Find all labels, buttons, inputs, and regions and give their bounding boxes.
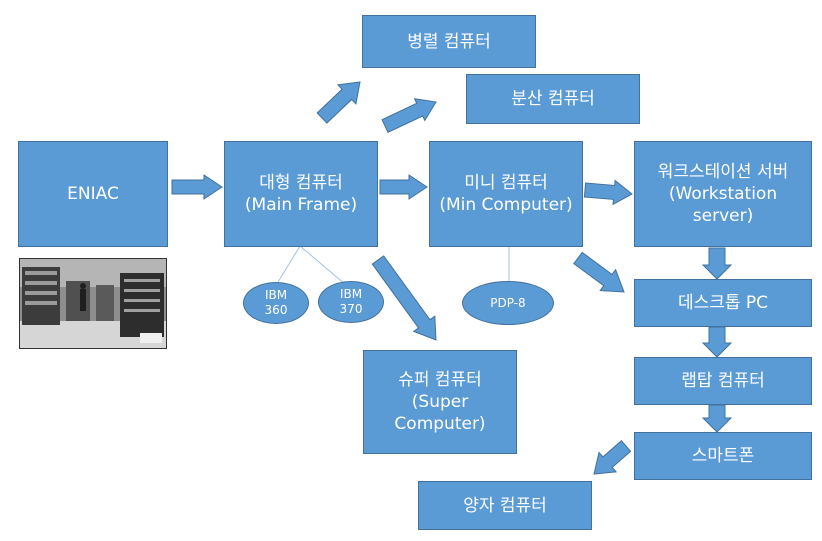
- node-mainframe-line-2: (Main Frame): [244, 195, 358, 215]
- node-workstation-line-1: 워크스테이션 서버: [657, 162, 789, 182]
- connector-mainframe-ibm370: [299, 245, 347, 286]
- node-eniac-line-1: ENIAC: [67, 184, 119, 204]
- node-parallel-line-1: 병렬 컴퓨터: [407, 31, 491, 52]
- node-workstation-server: 워크스테이션 서버 (Workstation server): [634, 141, 812, 247]
- node-mini-computer: 미니 컴퓨터 (Min Computer): [429, 141, 583, 247]
- example-ibm370-line-2: 370: [339, 302, 363, 316]
- node-mini-line-2: (Min Computer): [439, 195, 573, 215]
- node-desktop-pc: 데스크톱 PC: [634, 279, 812, 327]
- node-mainframe-line-1: 대형 컴퓨터: [259, 173, 343, 193]
- arrow-mini-to-distributed: [381, 98, 437, 133]
- node-super-line-2: (Super: [411, 392, 469, 412]
- example-pdp8-line-1: PDP-8: [490, 295, 526, 310]
- node-super-line-1: 슈퍼 컴퓨터: [398, 370, 482, 390]
- node-desktop-line-1: 데스크톱 PC: [677, 293, 769, 313]
- node-smartphone-line-1: 스마트폰: [691, 446, 755, 466]
- example-ibm370-line-1: IBM: [339, 287, 363, 301]
- arrow-smartphone-to-quantum: [593, 439, 632, 475]
- arrow-mainframe-to-super: [371, 255, 437, 341]
- node-distributed-line-1: 분산 컴퓨터: [511, 89, 595, 109]
- node-laptop-computer: 랩탑 컴퓨터: [634, 357, 812, 405]
- node-super-computer: 슈퍼 컴퓨터 (Super Computer): [363, 350, 517, 454]
- node-eniac: ENIAC: [18, 141, 168, 247]
- node-workstation-line-3: server): [692, 206, 754, 226]
- arrow-mini-to-workstation: [583, 179, 633, 206]
- node-quantum-computer: 양자 컴퓨터: [418, 481, 592, 530]
- node-distributed-computer: 분산 컴퓨터: [466, 74, 640, 124]
- eniac-photo: [19, 258, 167, 349]
- node-mainframe: 대형 컴퓨터 (Main Frame): [224, 141, 378, 247]
- example-ibm-360: IBM 360: [243, 282, 309, 324]
- example-ibm-370: IBM 370: [318, 281, 384, 323]
- node-super-line-3: Computer): [394, 414, 486, 434]
- node-workstation-line-2: (Workstation: [668, 184, 778, 204]
- node-smartphone: 스마트폰: [634, 432, 812, 480]
- arrow-workstation-to-desktop: [701, 247, 733, 280]
- example-pdp-8: PDP-8: [462, 281, 554, 325]
- connector-mainframe-ibm360: [274, 245, 301, 288]
- arrow-mainframe-to-mini: [379, 174, 428, 200]
- arrow-eniac-to-mainframe: [171, 174, 223, 200]
- node-quantum-line-1: 양자 컴퓨터: [463, 495, 547, 516]
- example-ibm360-line-2: 360: [264, 303, 288, 317]
- example-ibm360-line-1: IBM: [264, 288, 288, 302]
- eniac-photo-graphic: [20, 259, 166, 348]
- arrow-desktop-to-laptop: [701, 326, 733, 358]
- arrow-mainframe-to-parallel: [316, 81, 361, 124]
- node-laptop-line-1: 랩탑 컴퓨터: [681, 371, 765, 391]
- node-parallel-computer: 병렬 컴퓨터: [362, 15, 536, 68]
- arrow-mini-to-desktop: [573, 251, 625, 293]
- node-mini-line-1: 미니 컴퓨터: [464, 173, 548, 193]
- arrow-laptop-to-smartphone: [701, 404, 733, 433]
